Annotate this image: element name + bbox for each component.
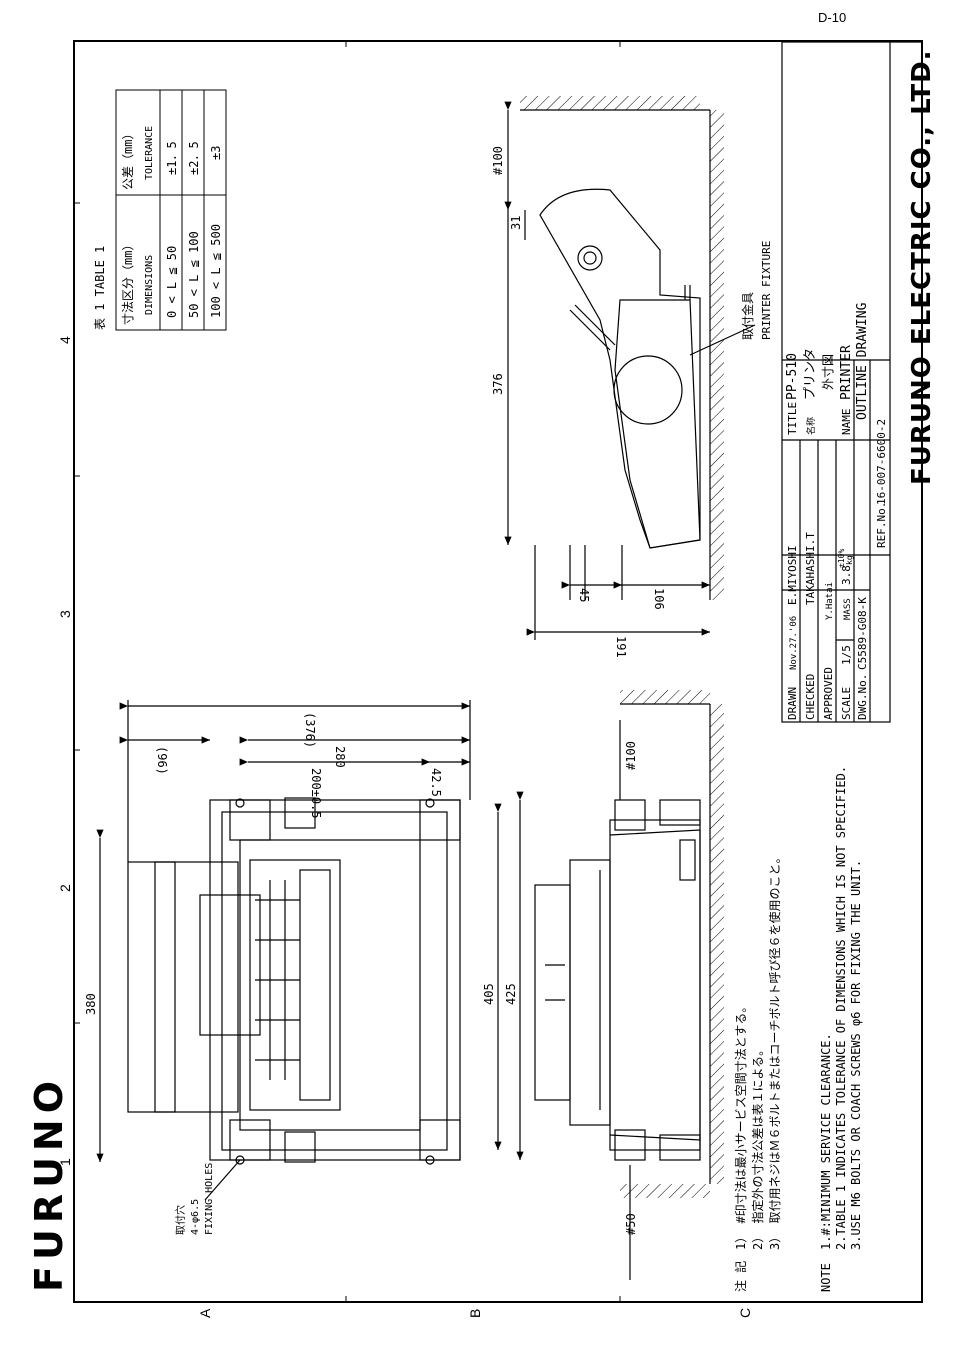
front-view bbox=[534, 690, 724, 1280]
drawing-type: OUTLINE DRAWING bbox=[855, 302, 870, 420]
mass-label: MASS bbox=[843, 598, 853, 620]
dim-96-ref: (96) bbox=[155, 746, 169, 775]
fixture-label-en: PRINTER FIXTURE bbox=[760, 241, 773, 340]
title-value: PP-510 bbox=[785, 353, 800, 400]
note-jp-3: 3） 取付用ネジはＭ６ボルトまたはコーチボルト呼び径６を使用のこと。 bbox=[767, 852, 782, 1250]
front-view-dimensions: #100 #50 bbox=[624, 741, 638, 1235]
side-view bbox=[504, 96, 756, 640]
table-cell-dim: 50 < L ≦ 100 bbox=[187, 231, 201, 318]
scale-value: 1/5 bbox=[840, 645, 853, 665]
furuno-logo: FURUNO bbox=[27, 1075, 71, 1292]
dim-50: #50 bbox=[624, 1213, 638, 1235]
grid-row-a: A bbox=[197, 1308, 213, 1318]
dim-200: 200±0.5 bbox=[309, 768, 323, 819]
title-jp-label: 名称 bbox=[805, 417, 817, 435]
ref-value: 16-007-6600-2 bbox=[875, 419, 888, 505]
note-en-3: 3.USE M6 BOLTS OR COACH SCREWS φ6 FOR FI… bbox=[849, 860, 863, 1250]
dim-31: 31 bbox=[509, 216, 523, 230]
table-cell-tol: ±2．5 bbox=[187, 141, 201, 175]
checked-name: TAKAHASHI.T bbox=[804, 532, 817, 605]
name-jp-value: 外寸図 bbox=[821, 354, 835, 390]
note-jp-2: 2） 指定外の寸法公差は表１による。 bbox=[750, 1044, 765, 1250]
dim-376-ref: (376) bbox=[303, 712, 317, 748]
notes: 注 記 1） #印寸法は最小サービス空間寸法とする。 2） 指定外の寸法公差は表… bbox=[733, 766, 863, 1292]
title-block-text: DRAWN Nov.27.'06 E.MIYOSHI CHECKED TAKAH… bbox=[785, 302, 888, 720]
dim-405: 405 bbox=[482, 983, 496, 1005]
fixture-label-jp: 取付金具 bbox=[740, 292, 755, 340]
dim-106: 106 bbox=[652, 588, 666, 610]
note-en-2: 2.TABLE 1 INDICATES TOLERANCE OF DIMENSI… bbox=[834, 766, 848, 1250]
grid-col-1: 1 bbox=[57, 1158, 73, 1166]
grid-ticks bbox=[74, 41, 621, 1302]
mass-tolerance: ±10% bbox=[837, 549, 846, 568]
dwg-label: DWG.No. bbox=[856, 674, 869, 720]
dim-280: 280 bbox=[333, 746, 347, 768]
top-view-dimensions: (376) (96) 280 200±0.5 42.5 380 405 425 … bbox=[84, 712, 518, 1235]
dim-425: 425 bbox=[504, 983, 518, 1005]
top-view bbox=[96, 700, 524, 1201]
table-header-tol-en: TOLERANCE bbox=[144, 126, 155, 180]
table-header-dim-en: DIMENSIONS bbox=[144, 255, 155, 315]
note-en-1: 1.#:MINIMUM SERVICE CLEARANCE. bbox=[819, 1033, 833, 1250]
name-value: PRINTER bbox=[839, 345, 854, 400]
dim-45: 45 bbox=[577, 588, 591, 602]
drawing-frame bbox=[73, 40, 923, 1303]
drawn-date: Nov.27.'06 bbox=[789, 616, 799, 670]
name-label: NAME bbox=[840, 409, 853, 436]
dwg-value: C5589-G08-K bbox=[856, 597, 869, 670]
dim-100-side: #100 bbox=[491, 146, 505, 175]
approved-name: Y.Hatai bbox=[825, 582, 835, 620]
dim-191: 191 bbox=[614, 636, 628, 658]
grid-row-c: C bbox=[737, 1308, 753, 1318]
holes-spec: 4-φ6.5 bbox=[190, 1199, 201, 1235]
grid-labels: 1 2 3 4 A B C bbox=[57, 336, 753, 1318]
notes-jp-label: 注 記 bbox=[733, 1261, 748, 1292]
table-cell-dim: 0 < L ≦ 50 bbox=[165, 246, 179, 318]
note-jp-1: 1） #印寸法は最小サービス空間寸法とする。 bbox=[734, 1001, 748, 1250]
company-name: FURUNO ELECTRIC CO., LTD. bbox=[907, 49, 937, 485]
dim-376: 376 bbox=[491, 373, 505, 395]
drawn-label: DRAWN bbox=[786, 687, 799, 720]
table-header-dim-jp: 寸法区分（mm） bbox=[121, 239, 135, 325]
ref-label: REF.No. bbox=[875, 502, 888, 548]
title-block bbox=[781, 41, 922, 723]
dim-380: 380 bbox=[84, 993, 98, 1015]
grid-col-3: 3 bbox=[57, 610, 73, 618]
drawn-name: E.MIYOSHI bbox=[786, 545, 799, 605]
mass-value: 3.8 bbox=[840, 565, 853, 585]
table-cell-dim: 100 < L ≦ 500 bbox=[209, 224, 223, 318]
holes-label-en: FIXING HOLES bbox=[204, 1163, 215, 1235]
side-view-dimensions: #100 31 376 45 106 191 取付金具 PRINTER FIXT… bbox=[491, 146, 773, 658]
table-cell-tol: ±1．5 bbox=[165, 141, 179, 175]
grid-col-2: 2 bbox=[57, 884, 73, 892]
dim-100-front: #100 bbox=[624, 741, 638, 770]
table-header-tol-jp: 公差（mm） bbox=[121, 128, 135, 190]
checked-label: CHECKED bbox=[804, 674, 817, 720]
holes-label-jp: 取付穴 bbox=[174, 1205, 187, 1235]
grid-row-b: B bbox=[467, 1309, 483, 1318]
approved-label: APPROVED bbox=[822, 667, 835, 720]
table-title: 表 1 TABLE 1 bbox=[93, 246, 107, 330]
scale-label: SCALE bbox=[840, 687, 853, 720]
tolerance-table: 表 1 TABLE 1 寸法区分（mm） DIMENSIONS 公差（mm） T… bbox=[93, 89, 227, 331]
dim-42-5: 42.5 bbox=[429, 768, 443, 797]
title-jp-value: プリンタ bbox=[803, 348, 818, 400]
mass-unit: kg bbox=[845, 555, 854, 565]
table-cell-tol: ±3 bbox=[209, 146, 223, 160]
notes-en-label: NOTE bbox=[819, 1263, 833, 1292]
page-number: D-10 bbox=[818, 10, 846, 25]
title-label: TITLE bbox=[786, 402, 799, 435]
grid-col-4: 4 bbox=[57, 336, 73, 344]
